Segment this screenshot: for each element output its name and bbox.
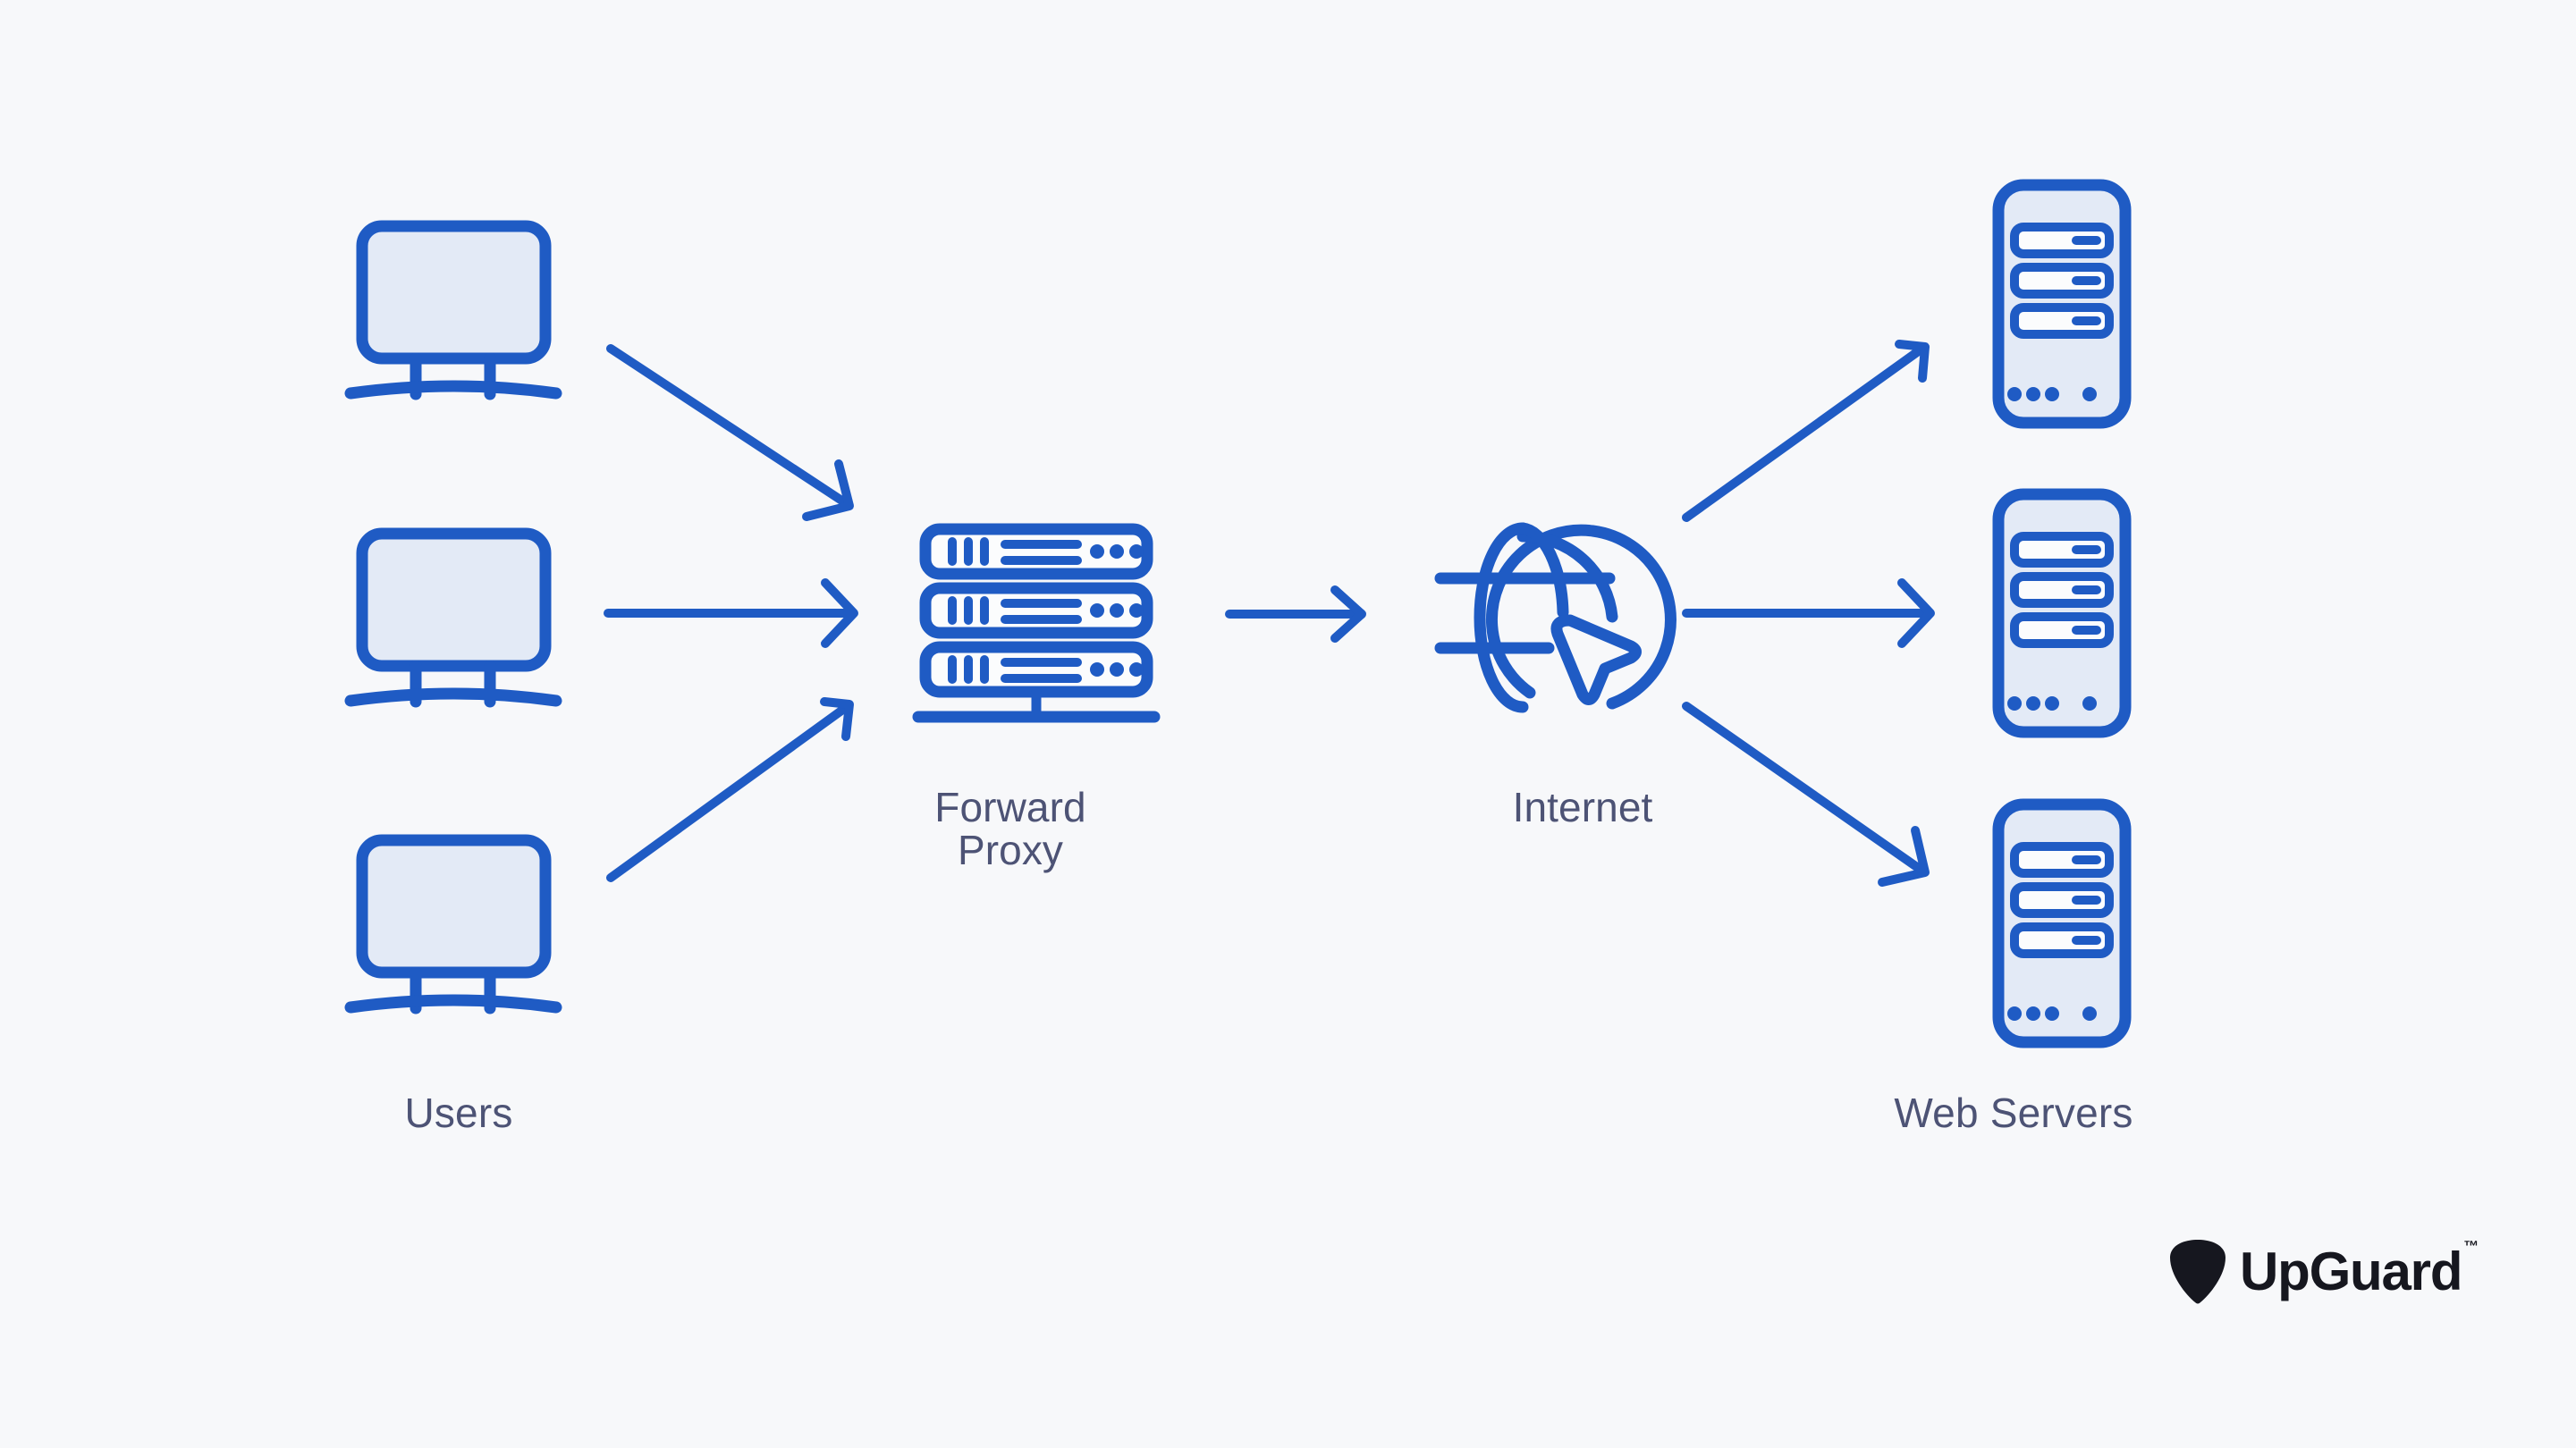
arrow-internet-to-server1 bbox=[1682, 340, 1930, 522]
pick-shield-icon bbox=[2170, 1240, 2225, 1304]
trademark-symbol: ™ bbox=[2463, 1238, 2479, 1255]
arrow-proxy-to-internet bbox=[1225, 585, 1366, 643]
upguard-name: UpGuard bbox=[2240, 1242, 2462, 1301]
node-label-forward-proxy: Forward Proxy bbox=[934, 784, 1086, 873]
group-label-web-servers: Web Servers bbox=[1894, 1090, 2133, 1136]
arrow-internet-to-server3 bbox=[1682, 702, 1930, 887]
node-label-internet: Internet bbox=[1512, 784, 1653, 830]
arrow-user1-to-proxy bbox=[606, 344, 854, 521]
server-tower-icon bbox=[1992, 488, 2132, 738]
server-rack-icon bbox=[912, 523, 1161, 723]
arrow-user3-to-proxy bbox=[606, 697, 854, 882]
monitor-icon bbox=[344, 834, 562, 1014]
server-tower-icon bbox=[1992, 798, 2132, 1048]
monitor-icon bbox=[344, 527, 562, 708]
arrow-internet-to-server2 bbox=[1682, 578, 1935, 648]
group-label-users: Users bbox=[404, 1090, 513, 1136]
arrow-user2-to-proxy bbox=[604, 578, 858, 648]
server-tower-icon bbox=[1992, 179, 2132, 429]
monitor-icon bbox=[344, 220, 562, 400]
globe-cursor-icon bbox=[1434, 522, 1677, 713]
